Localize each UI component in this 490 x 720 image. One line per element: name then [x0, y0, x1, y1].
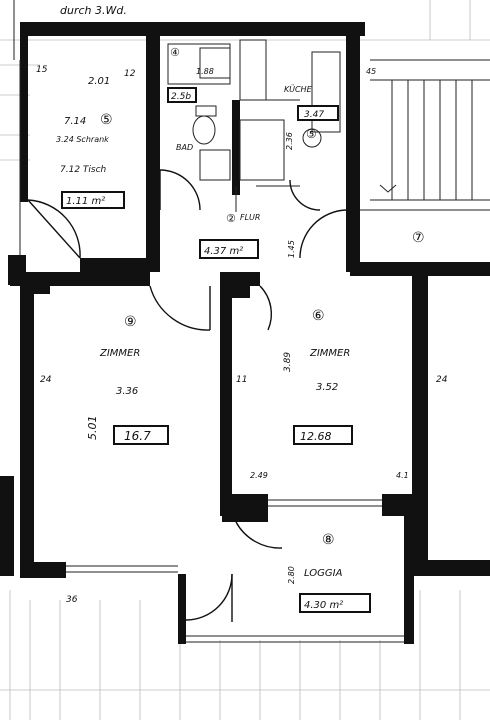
- dim-24-right: 24: [436, 375, 448, 385]
- room-loggia-number: ⑧: [322, 532, 335, 548]
- room-left-line3: 7.12 Tisch: [60, 165, 107, 175]
- dim-45: 45: [366, 67, 376, 76]
- walls: [0, 22, 490, 644]
- room-left-area: 1.11 m²: [66, 196, 105, 207]
- room-kitchen-number: ⑤: [306, 127, 317, 141]
- room-loggia-label: LOGGIA: [304, 568, 343, 579]
- dim-201: 2.01: [88, 76, 110, 87]
- dimension-labels: 2.01 15 12 1.88 2.36 1.45 24 11 24 3.36 …: [36, 65, 448, 605]
- room-living-area: 16.7: [124, 429, 151, 443]
- dim-389: 3.89: [283, 352, 293, 372]
- room-kitchen-area: 3.47: [304, 110, 324, 120]
- dim-280: 2.80: [287, 566, 296, 584]
- dim-11: 11: [236, 375, 247, 385]
- thin-lines: [13, 0, 490, 643]
- dim-145: 1.45: [287, 240, 296, 258]
- room-hall: ② FLUR 4.37 m²: [204, 212, 260, 257]
- room-living: ⑨ ZIMMER 16.7: [99, 314, 151, 443]
- room-loggia-area: 4.30 m²: [304, 600, 343, 611]
- room-left-number: ⑤: [100, 112, 113, 128]
- dim-36: 36: [66, 595, 78, 605]
- dim-501: 5.01: [86, 416, 99, 441]
- room-hall-label: FLUR: [240, 213, 260, 222]
- room-bath: ④ BAD 2.5b: [170, 46, 193, 152]
- room-bath-area: 2.5b: [171, 92, 191, 102]
- room-right-top-number: ⑦: [412, 230, 425, 246]
- dim-249: 2.49: [250, 471, 268, 480]
- room-kitchen: ⑤ KÜCHE 3.47: [284, 84, 324, 141]
- room-bath-number: ④: [170, 46, 180, 59]
- dim-41: 4.1: [396, 471, 409, 480]
- room-kitchen-label: KÜCHE: [284, 84, 313, 94]
- header-note: durch 3.Wd.: [60, 4, 127, 17]
- room-living-label: ZIMMER: [99, 348, 140, 359]
- dim-236: 2.36: [285, 132, 294, 150]
- room-bath-label: BAD: [176, 143, 193, 152]
- room-bedroom-label: ZIMMER: [309, 348, 350, 359]
- dim-352: 3.52: [316, 382, 338, 393]
- dim-24-left: 24: [40, 375, 52, 385]
- dim-336: 3.36: [116, 386, 138, 397]
- room-hall-number: ②: [226, 212, 236, 225]
- room-bedroom-number: ⑥: [312, 308, 325, 324]
- area-boxes: [61, 87, 371, 613]
- doors: [27, 169, 347, 622]
- room-hall-area: 4.37 m²: [204, 246, 243, 257]
- room-left-line1: 7.14: [64, 116, 86, 127]
- room-left: ⑤ 7.14 3.24 Schrank 7.12 Tisch 1.11 m²: [56, 112, 113, 207]
- room-left-line2: 3.24 Schrank: [56, 135, 109, 144]
- room-living-number: ⑨: [124, 314, 137, 330]
- dim-12: 12: [124, 69, 136, 79]
- room-bedroom: ⑥ ZIMMER 12.68: [300, 308, 350, 443]
- dim-188: 1.88: [196, 67, 214, 76]
- room-bedroom-area: 12.68: [300, 430, 332, 443]
- dim-15: 15: [36, 65, 48, 75]
- room-loggia: ⑧ LOGGIA 4.30 m²: [304, 532, 343, 611]
